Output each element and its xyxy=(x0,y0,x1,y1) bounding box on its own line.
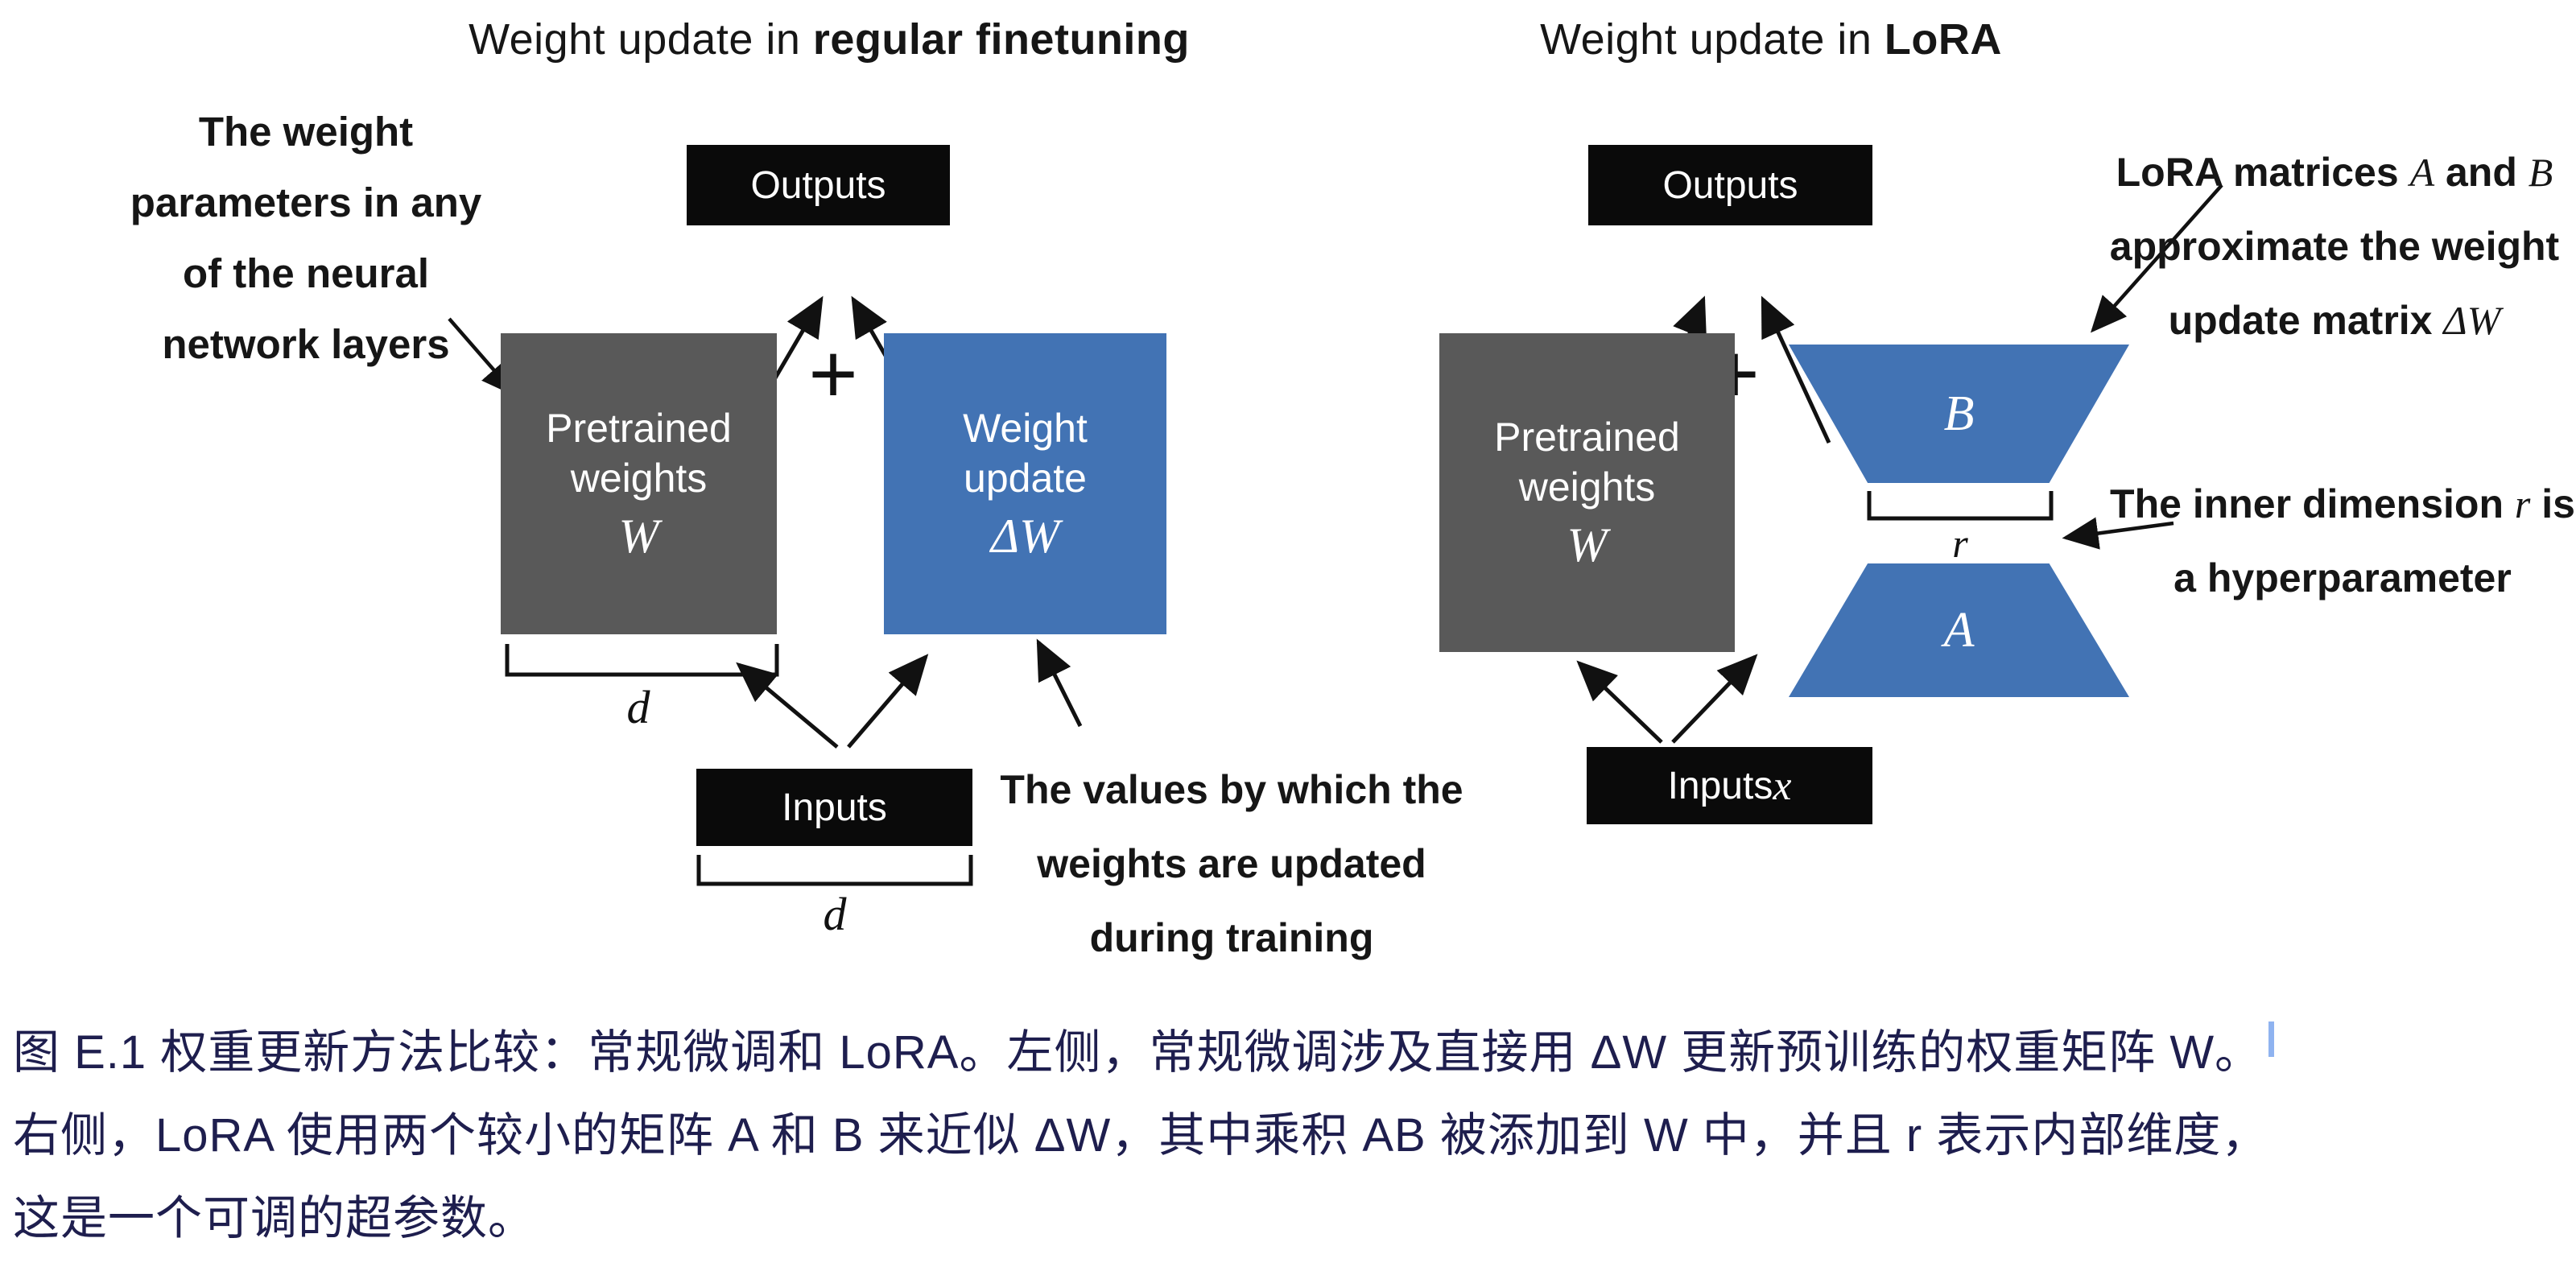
note-text: LoRA matrices xyxy=(2116,150,2410,195)
right-title-emphasis: LoRA xyxy=(1884,15,2002,64)
note-line: approximate the weight xyxy=(2109,224,2560,269)
note-line: a hyperparameter xyxy=(2174,555,2512,600)
dim-d-label-weights: d xyxy=(626,681,650,733)
note-text: update matrix xyxy=(2168,298,2444,343)
note-line: weights are updated xyxy=(1037,841,1426,886)
note-sym-r: r xyxy=(2514,481,2531,526)
pretrained-symbol-w: W xyxy=(1567,518,1608,572)
plus-glyph: + xyxy=(808,327,858,421)
note-line: during training xyxy=(1089,915,1374,960)
outputs-box-left: Outputs xyxy=(687,145,950,225)
left-panel-title: Weight update in regular finetuning xyxy=(346,14,1312,64)
note-line: The inner dimension r is xyxy=(2109,467,2576,541)
note-sym-a: A xyxy=(2409,150,2435,195)
update-symbol-dw: ΔW xyxy=(990,510,1060,563)
right-title-prefix: Weight update in xyxy=(1540,15,1885,64)
pretrained-line1: Pretrained xyxy=(546,406,732,451)
caption-text-1: 图 E.1 权重更新方法比较：常规微调和 LoRA。左侧，常规微调涉及直接用 Δ… xyxy=(13,1026,2263,1079)
update-line1: Weight xyxy=(963,406,1088,451)
rank-note: The inner dimension r is a hyperparamete… xyxy=(2109,467,2576,615)
bracket-r xyxy=(1867,491,2054,521)
bracket-d-pretrained xyxy=(505,644,779,677)
arrow-inputs-to-update xyxy=(847,654,929,749)
arrow-inputsx-to-pretrained xyxy=(1576,660,1663,744)
dim-d-label-inputs: d xyxy=(823,888,847,940)
inputs-label-right: Inputs xyxy=(1667,764,1773,807)
matrix-a-shape: A xyxy=(1789,563,2129,697)
left-title-emphasis: regular finetuning xyxy=(812,15,1190,64)
outputs-label-left: Outputs xyxy=(750,163,886,207)
inputs-box-left: Inputs xyxy=(696,769,972,846)
pretrained-line1: Pretrained xyxy=(1494,415,1680,460)
matrix-b-label: B xyxy=(1943,386,1975,441)
pretrained-weights-box-left: Pretrained weights W xyxy=(501,333,777,634)
pretrained-line2: weights xyxy=(570,456,708,501)
weight-params-note: The weight parameters in any of the neur… xyxy=(64,97,547,380)
arrow-valuesnote-to-update xyxy=(1036,638,1083,728)
pretrained-symbol-w: W xyxy=(618,510,659,563)
outputs-box-right: Outputs xyxy=(1588,145,1872,225)
update-line2: update xyxy=(964,456,1087,501)
matrix-b-shape: B xyxy=(1789,345,2129,483)
caption-line-2: 右侧，LoRA 使用两个较小的矩阵 A 和 B 来近似 ΔW，其中乘积 AB 被… xyxy=(13,1109,2269,1162)
note-sym-dw: ΔW xyxy=(2443,298,2501,343)
note-line: The weight xyxy=(198,109,414,155)
note-text: is xyxy=(2530,481,2575,526)
note-line: parameters in any xyxy=(130,180,482,225)
right-panel-title: Weight update in LoRA xyxy=(1368,14,2174,64)
rank-r-label: r xyxy=(1952,521,1968,566)
note-line: update matrix ΔW xyxy=(2093,283,2576,357)
note-line: network layers xyxy=(162,321,450,367)
inputs-label-left: Inputs xyxy=(782,786,887,829)
pretrained-weights-box-right: Pretrained weights W xyxy=(1439,333,1735,652)
outputs-label-right: Outputs xyxy=(1662,163,1798,207)
note-text: The inner dimension xyxy=(2110,481,2515,526)
note-line: LoRA matrices A and B xyxy=(2093,135,2576,209)
arrow-inputs-to-pretrained xyxy=(736,662,839,749)
left-title-prefix: Weight update in xyxy=(469,15,813,64)
arrow-inputsx-to-a xyxy=(1671,654,1758,744)
matrix-a-label: A xyxy=(1943,602,1975,658)
values-note: The values by which the weights are upda… xyxy=(990,753,1473,975)
plus-sign-left: + xyxy=(793,327,873,421)
pretrained-line2: weights xyxy=(1518,464,1656,510)
inputs-symbol-x: x xyxy=(1773,762,1792,809)
bracket-d-inputs xyxy=(696,855,973,886)
lora-note: LoRA matrices A and B approximate the we… xyxy=(2093,135,2576,357)
note-text: and xyxy=(2434,150,2529,195)
inputs-box-right: Inputs x xyxy=(1587,747,1872,824)
note-sym-b: B xyxy=(2528,150,2553,195)
caption-line-3: 这是一个可调的超参数。 xyxy=(13,1192,536,1244)
text-cursor xyxy=(2268,1021,2275,1057)
weight-update-box: Weight update ΔW xyxy=(884,333,1166,634)
figure-caption: 图 E.1 权重更新方法比较：常规微调和 LoRA。左侧，常规微调涉及直接用 Δ… xyxy=(13,1011,2573,1260)
note-line: of the neural xyxy=(182,250,430,296)
note-line: The values by which the xyxy=(1000,767,1463,812)
caption-line-1: 图 E.1 权重更新方法比较：常规微调和 LoRA。左侧，常规微调涉及直接用 Δ… xyxy=(13,1011,2573,1094)
